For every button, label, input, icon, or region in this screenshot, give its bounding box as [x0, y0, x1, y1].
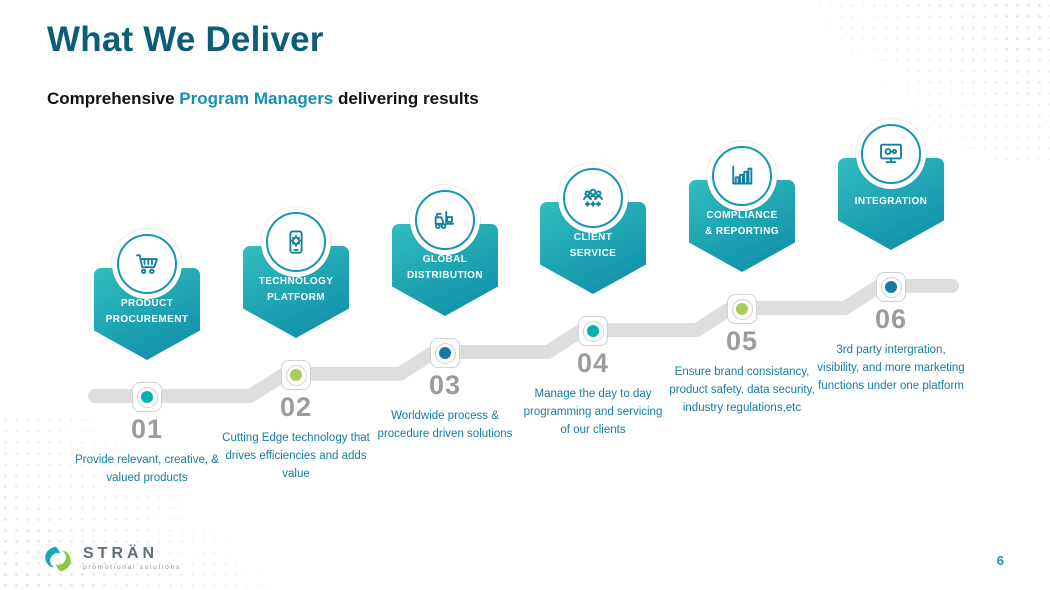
- step-banner-label: CLIENT SERVICE: [569, 232, 617, 259]
- step-description: Worldwide process & procedure driven sol…: [377, 410, 513, 440]
- step-number: 03: [428, 370, 462, 400]
- forklift-icon: [434, 210, 455, 229]
- milestone-marker: [578, 316, 608, 346]
- marker-dot: [885, 281, 897, 293]
- marker-dot: [736, 303, 748, 315]
- step-number: 04: [576, 348, 610, 378]
- step-banner-label: INTEGRATION: [854, 196, 928, 207]
- step-description: 3rd party intergration, visibility, and …: [817, 344, 965, 392]
- step-icon-circle: [117, 234, 177, 294]
- clients-icon: [583, 188, 603, 207]
- logo-tagline: promotional solutions: [83, 564, 181, 572]
- page-number: 6: [996, 553, 1004, 568]
- milestone-marker: [281, 360, 311, 390]
- timeline-step-6: INTEGRATION 06 3rd party intergration, v…: [816, 0, 966, 590]
- growth-chart-icon: [732, 165, 753, 185]
- step-icon-circle: [712, 146, 772, 206]
- step-icon-circle: [861, 124, 921, 184]
- timeline-step-5: COMPLIANCE & REPORTING 05 Ensure brand c…: [667, 0, 817, 590]
- milestone-marker: [876, 272, 906, 302]
- step-banner-label: GLOBAL DISTRIBUTION: [407, 254, 483, 281]
- marker-dot: [290, 369, 302, 381]
- page-title: What We Deliver: [47, 20, 324, 59]
- subtitle: Comprehensive Program Managers deliverin…: [47, 89, 479, 109]
- subtitle-highlight: Program Managers: [179, 89, 334, 108]
- step-banner-label: TECHNOLOGY PLATFORM: [258, 276, 334, 303]
- marker-ring: [880, 276, 902, 298]
- marker-ring: [582, 320, 604, 342]
- subtitle-suffix: delivering results: [333, 89, 479, 108]
- step-description: Manage the day to day programming and se…: [523, 388, 663, 436]
- step-number: 01: [130, 414, 164, 444]
- marker-ring: [731, 298, 753, 320]
- milestone-marker: [430, 338, 460, 368]
- shopping-cart-icon: [136, 254, 158, 274]
- marker-dot: [141, 391, 153, 403]
- timeline-step-1: PRODUCT PROCUREMENT 01 Provide relevant,…: [72, 0, 222, 590]
- subtitle-prefix: Comprehensive: [47, 89, 180, 108]
- timeline-step-4: CLIENT SERVICE 04 Manage the day to day …: [518, 0, 668, 590]
- marker-ring: [136, 386, 158, 408]
- step-icon-circle: [266, 212, 326, 272]
- phone-gear-icon: [289, 230, 303, 254]
- step-number: 06: [874, 304, 908, 334]
- company-logo: STRÄN promotional solutions: [42, 544, 181, 574]
- marker-dot: [439, 347, 451, 359]
- step-number: 02: [279, 392, 313, 422]
- timeline-step-2: TECHNOLOGY PLATFORM 02 Cutting Edge tech…: [221, 0, 371, 590]
- logo-name: STRÄN: [83, 545, 159, 563]
- integration-monitor-icon: [880, 143, 902, 164]
- logo-swoosh-icon: [45, 546, 71, 572]
- step-banner-label: PRODUCT PROCUREMENT: [105, 298, 189, 325]
- step-number: 05: [725, 326, 759, 356]
- marker-dot: [587, 325, 599, 337]
- timeline-step-3: GLOBAL DISTRIBUTION 03 Worldwide process…: [370, 0, 520, 590]
- step-description: Provide relevant, creative, & valued pro…: [75, 454, 219, 484]
- step-banner-label: COMPLIANCE & REPORTING: [705, 210, 779, 237]
- milestone-marker: [132, 382, 162, 412]
- step-description: Ensure brand consistancy, product safety…: [669, 366, 815, 414]
- milestone-marker: [727, 294, 757, 324]
- marker-ring: [285, 364, 307, 386]
- step-icon-circle: [415, 190, 475, 250]
- step-description: Cutting Edge technology that drives effi…: [222, 432, 370, 480]
- marker-ring: [434, 342, 456, 364]
- step-icon-circle: [563, 168, 623, 228]
